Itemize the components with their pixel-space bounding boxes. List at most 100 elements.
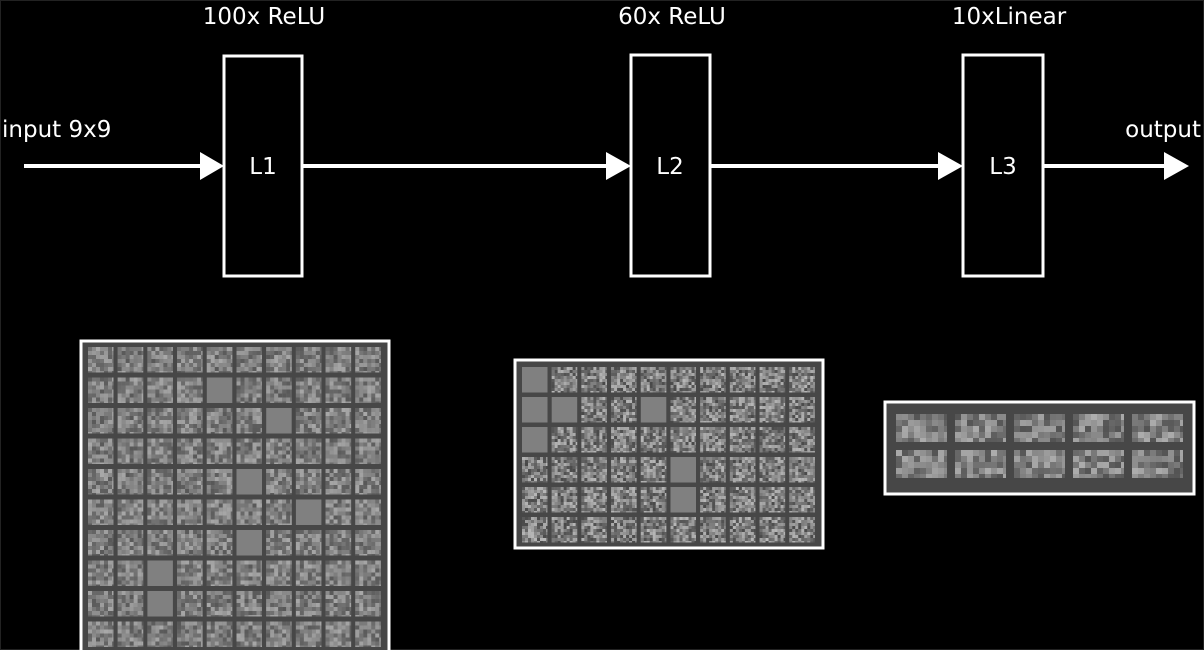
layer-2-filter-tile	[700, 487, 726, 513]
layer-1-filter-tile	[295, 377, 322, 403]
layer-1-filter-tile	[355, 530, 381, 556]
layer-1-filter-tile	[117, 499, 144, 525]
layer-2-filter-tile	[789, 427, 815, 453]
layer-2-filter-tile	[581, 367, 607, 393]
layer-1-filter-tile	[266, 408, 292, 434]
layer-1-filter-tile	[88, 469, 114, 495]
layer-1-filter-tile	[177, 408, 203, 434]
layer-1-filter-tile	[117, 408, 144, 434]
layer-1-filter-tile	[88, 408, 114, 434]
layer-2-filter-tile	[551, 397, 578, 423]
layer-2-box-label: L2	[656, 154, 683, 180]
layer-2-filter-tile	[670, 367, 696, 393]
layer-1-filter-tile	[325, 438, 352, 464]
layer-2-filter-tile	[729, 367, 756, 393]
layer-1-filter-tile	[266, 377, 292, 403]
layer-2-filter-tile	[581, 427, 607, 453]
layer-3-filter-tile	[1014, 450, 1065, 478]
layer-2-filter-tile	[789, 367, 815, 393]
layer-2-filter-tile	[700, 427, 726, 453]
layer-3-filter-tile	[896, 450, 947, 478]
layer-2-filter-tile	[789, 457, 815, 483]
layer-2-filter-tile	[670, 427, 696, 453]
layer-1-filter-tile	[266, 621, 292, 647]
layer-1-box	[222, 54, 304, 278]
layer-1-filter-tile	[117, 377, 144, 403]
layer-1-filter-tile	[177, 530, 203, 556]
layer-2-filter-tile	[640, 397, 667, 423]
layer-1-filter-tile	[325, 347, 352, 373]
layer-2-filter-tile	[759, 487, 786, 513]
arrow-l2-to-l3	[710, 152, 963, 180]
layer-3-filter-grid	[883, 400, 1196, 496]
layer-1-filter-tile	[355, 438, 381, 464]
layer-1-filter-tile	[177, 469, 203, 495]
layer-1-filter-tile	[355, 621, 381, 647]
layer-1-filter-tile	[206, 530, 233, 556]
layer-1-filter-tile	[236, 621, 262, 647]
layer-2-filter-grid	[513, 358, 825, 550]
layer-1-filter-tile	[325, 621, 352, 647]
layer-1-filter-tile	[206, 438, 233, 464]
layer-1-filter-tile	[236, 530, 262, 556]
layer-2-filter-tile	[551, 427, 578, 453]
layer-1-filter-tile	[88, 530, 114, 556]
layer-2-filter-tile	[729, 427, 756, 453]
layer-1-filter-tile	[147, 469, 173, 495]
layer-2-filter-tile	[522, 427, 548, 453]
arrow-l1-to-l2	[302, 152, 631, 180]
layer-2-filter-tile	[789, 517, 815, 543]
layer-3-box	[961, 53, 1045, 278]
layer-3-filter-tile	[955, 414, 1006, 442]
layer-1-filter-tile	[206, 621, 233, 647]
input-label: input 9x9	[2, 117, 111, 143]
layer-1-filter-tile	[295, 621, 322, 647]
layer-1-filter-tile	[147, 499, 173, 525]
layer-3-filter-tile	[1014, 414, 1065, 442]
layer-1-filter-tile	[355, 377, 381, 403]
layer-2-filter-tile	[640, 517, 667, 543]
layer-2-filter-tile	[581, 487, 607, 513]
layer-2-filter-tile	[789, 487, 815, 513]
layer-2-filter-tile	[729, 487, 756, 513]
layer-2-filter-tile	[522, 517, 548, 543]
layer-1-filter-tile	[117, 621, 144, 647]
layer-2-filter-tile	[670, 487, 696, 513]
layer-1-filter-tile	[177, 438, 203, 464]
output-arrow	[1043, 152, 1189, 180]
layer-2-filter-tile	[759, 427, 786, 453]
layer-1-filter-tile	[236, 469, 262, 495]
layer-2-filter-tile	[611, 397, 637, 423]
layer-3-box-label: L3	[989, 154, 1016, 180]
layer-2-filter-tile	[522, 397, 548, 423]
layer-2-filter-tile	[640, 427, 667, 453]
layer-1-filter-tile	[206, 560, 233, 586]
layer-1-filter-tile	[147, 438, 173, 464]
layer-2-filter-tile	[700, 517, 726, 543]
layer-1-filter-tile	[325, 377, 352, 403]
layer-3-filter-tile	[1132, 450, 1183, 478]
layer-2-filter-tile	[522, 457, 548, 483]
layer-1-filter-tile	[236, 591, 262, 617]
layer-1-filter-tile	[325, 530, 352, 556]
layer-2-filter-tile	[611, 367, 637, 393]
layer-1-filter-tile	[147, 377, 173, 403]
layer-3-filter-tile	[1073, 450, 1124, 478]
layer-1-filter-tile	[355, 499, 381, 525]
layer-1-filter-tile	[295, 530, 322, 556]
layer-2-filter-tile	[551, 367, 578, 393]
input-arrow	[24, 152, 224, 180]
layer-2-filter-tile	[759, 517, 786, 543]
layer-1-filter-tile	[355, 469, 381, 495]
layer-2-filter-tile	[551, 487, 578, 513]
layer-3-caption: 10xLinear	[952, 4, 1067, 30]
layer-2-caption: 60x ReLU	[618, 4, 726, 30]
layer-1-filter-tile	[355, 560, 381, 586]
layer-1-filter-tile	[295, 438, 322, 464]
layer-1-filter-tile	[88, 621, 114, 647]
layer-1-filter-tile	[88, 591, 114, 617]
layer-1-filter-tile	[295, 499, 322, 525]
layer-2-filter-tile	[729, 397, 756, 423]
layer-1-filter-tile	[295, 408, 322, 434]
layer-2-filter-tile	[611, 487, 637, 513]
